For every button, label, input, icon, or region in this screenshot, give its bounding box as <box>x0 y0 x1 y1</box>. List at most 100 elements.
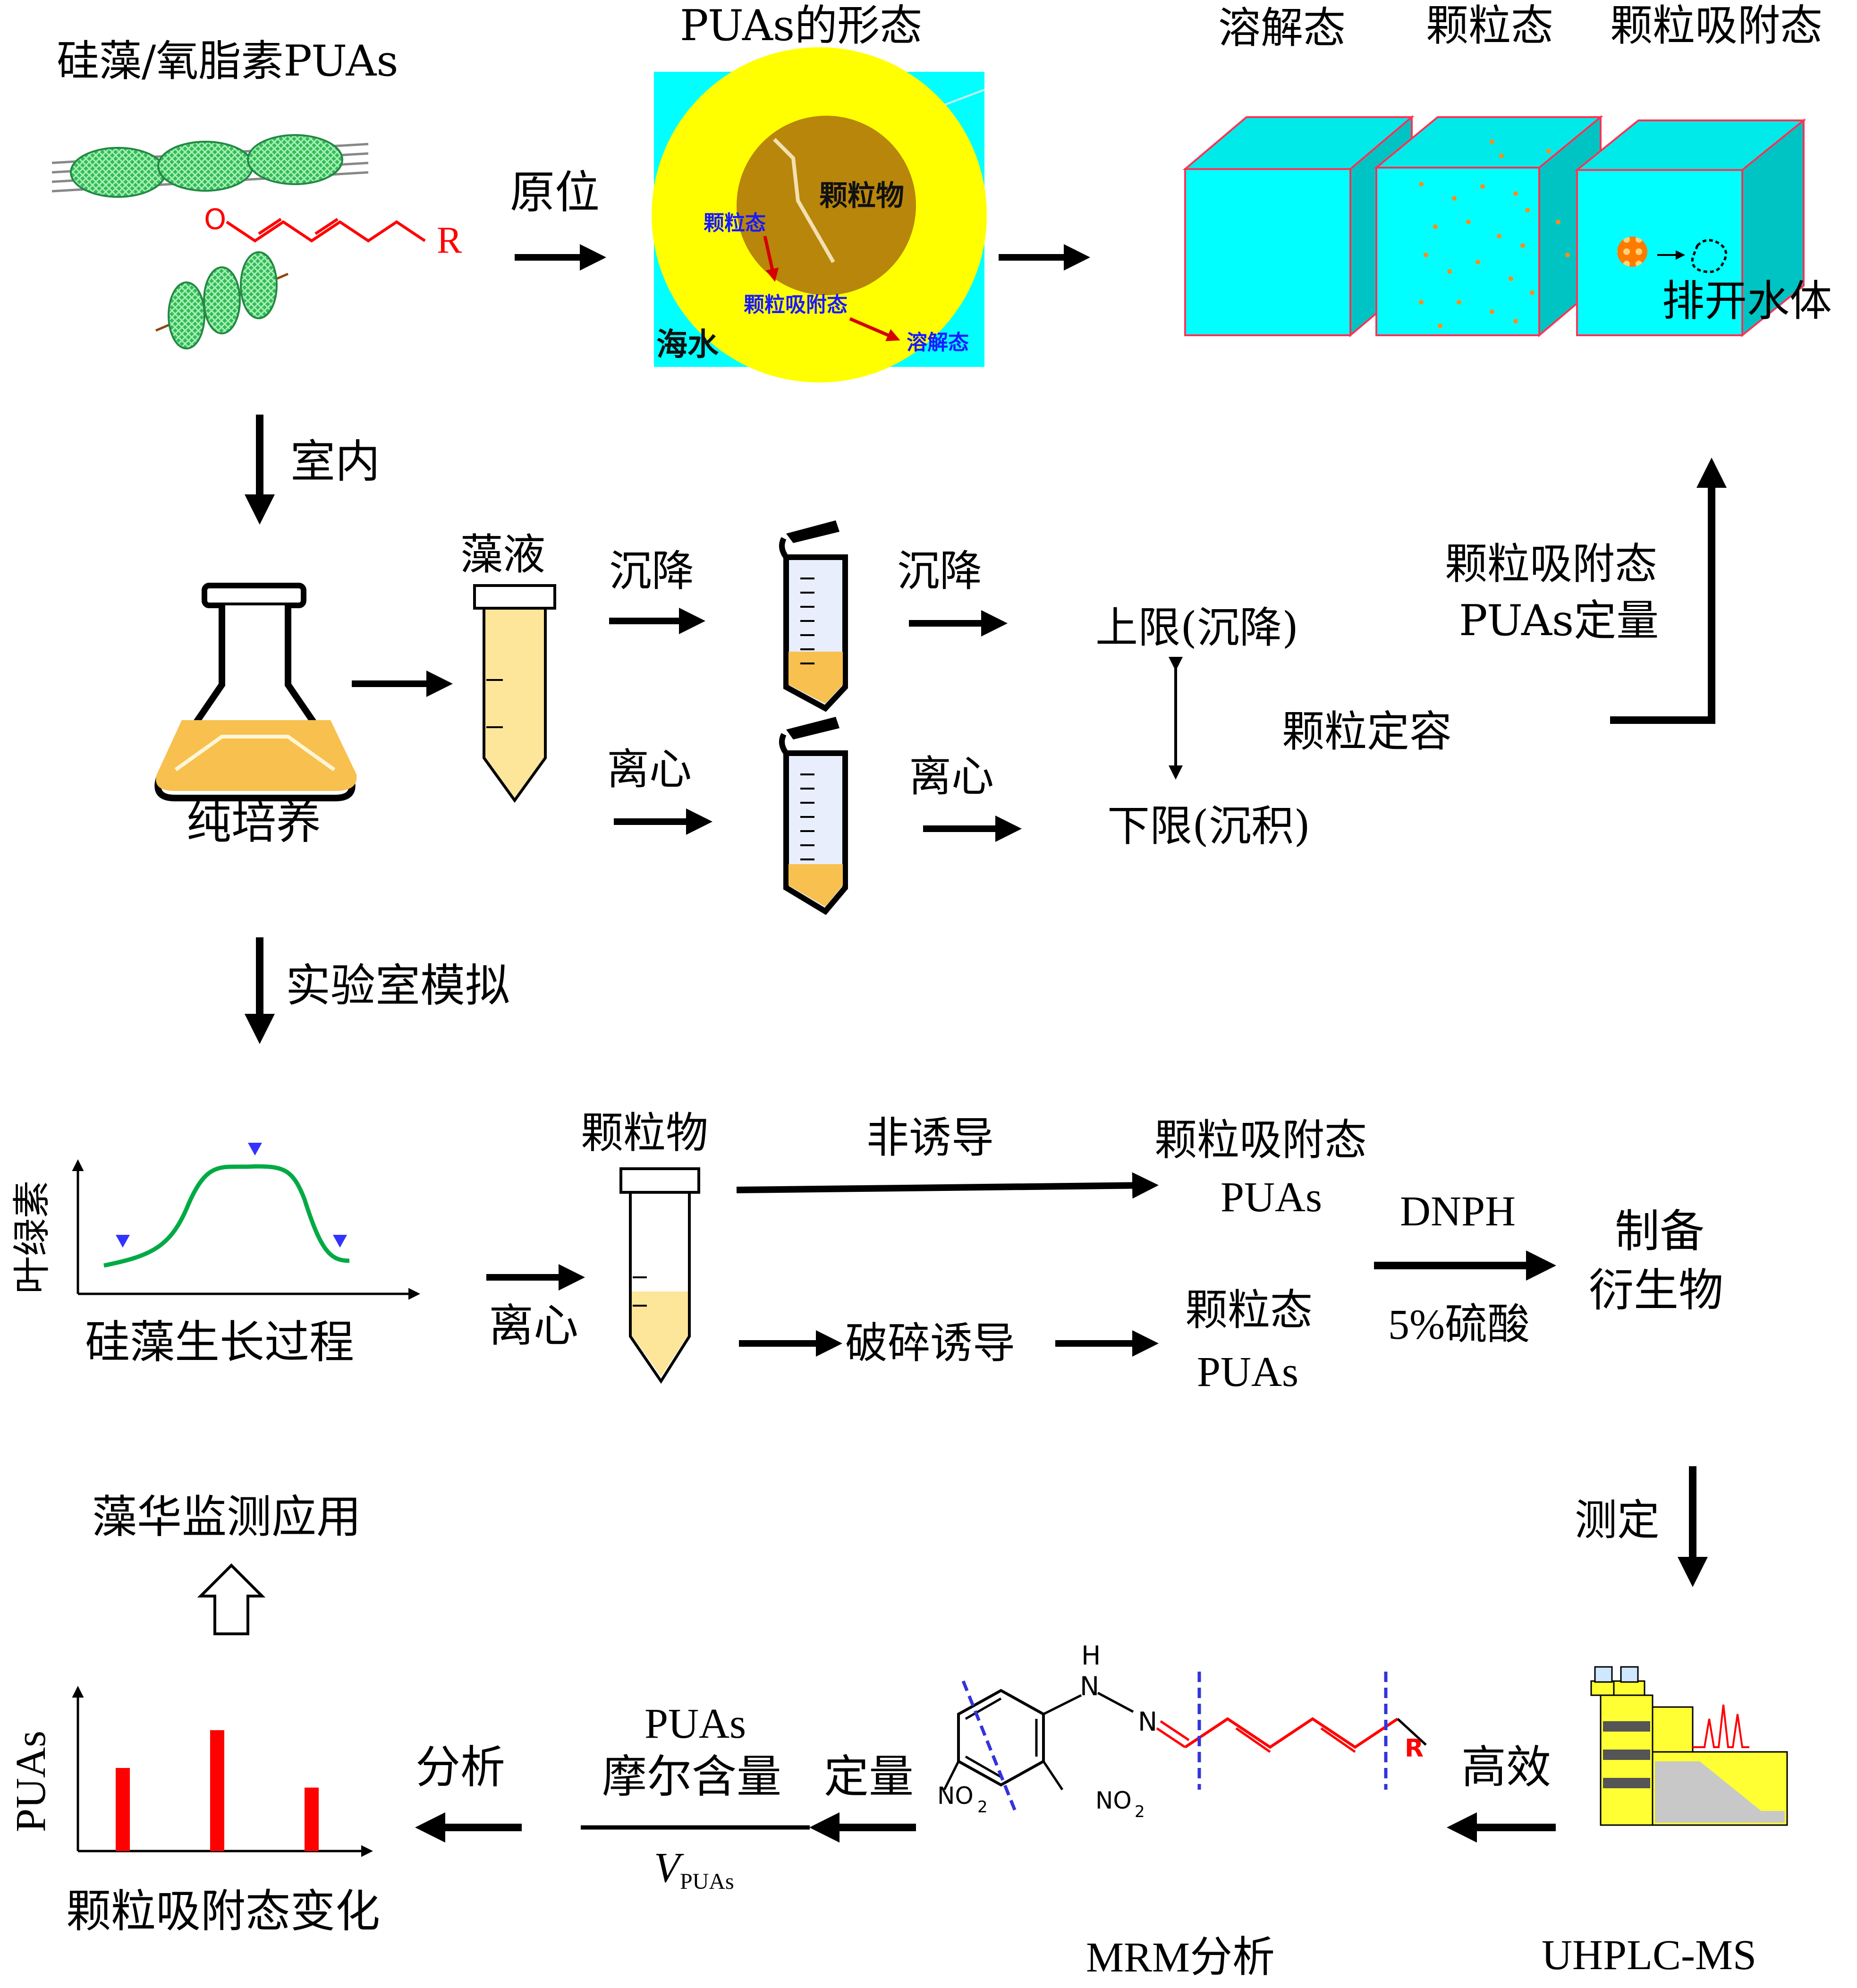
svg-text:DNPH: DNPH <box>1400 1188 1516 1235</box>
svg-text:制备: 制备 <box>1615 1206 1704 1257</box>
centrifuge-step: 离心 <box>486 1264 585 1352</box>
svg-text:溶解态: 溶解态 <box>1218 3 1346 53</box>
derivative-structure: H N N R NO 2 NO 2 MRM分析 <box>937 1640 1427 1981</box>
puas-bar-1 <box>116 1768 130 1851</box>
uhplc-instrument: UHPLC-MS <box>1542 1666 1788 1979</box>
settle-eppendorf <box>779 520 848 712</box>
svg-text:室内: 室内 <box>290 436 380 488</box>
exclude-water-label: 排开水体 <box>1662 276 1832 326</box>
insitu-label: 原位 <box>510 167 600 219</box>
cube-particulate <box>1374 115 1603 338</box>
upper-limit-label: 上限(沉降) <box>1095 603 1298 653</box>
sim-arrow: 实验室模拟 <box>245 937 510 1044</box>
svg-text:离心: 离心 <box>909 752 994 801</box>
puas-bar-3 <box>305 1787 319 1851</box>
svg-text:PUAs定量: PUAs定量 <box>1459 596 1659 646</box>
puas-bar-2 <box>210 1730 224 1851</box>
measure-arrow: 测定 <box>1575 1466 1708 1587</box>
centrifuge-branch: 离心 离心 <box>607 717 1022 915</box>
svg-text:颗粒吸附态: 颗粒吸附态 <box>1154 1115 1367 1165</box>
molar-fraction: PUAs 摩尔含量 VPUAs <box>581 1700 810 1894</box>
svg-text:沉降: 沉降 <box>897 546 982 596</box>
pure-culture-flask: 纯培养 <box>154 583 357 849</box>
svg-text:N: N <box>1138 1707 1157 1737</box>
svg-text:O: O <box>204 203 226 236</box>
cube-adsorbed: 排开水体 <box>1574 118 1832 338</box>
puas-bar-chart: PUAs 颗粒吸附态变化 <box>8 1686 380 1937</box>
quantify-arrow: 定量 <box>809 1751 916 1843</box>
adsorbed-change-label: 颗粒吸附态变化 <box>66 1886 380 1937</box>
svg-text:沉降: 沉降 <box>609 546 694 596</box>
source-label: 硅藻/氧脂素PUAs <box>57 36 399 86</box>
svg-text:藻液: 藻液 <box>460 530 545 579</box>
uhplc-label: UHPLC-MS <box>1542 1932 1756 1979</box>
svg-text:非诱导: 非诱导 <box>866 1113 994 1163</box>
svg-text:NO: NO <box>1095 1787 1132 1814</box>
settle-branch: 沉降 沉降 <box>609 520 1008 712</box>
algae-liquid-tube: 藻液 <box>460 530 556 803</box>
mrm-label: MRM分析 <box>1086 1934 1275 1981</box>
forms-panel: PUAs的形态 颗粒物 颗粒态 颗粒吸附态 溶解态 海水 <box>652 1 987 382</box>
v-puas: VPUAs <box>654 1844 734 1894</box>
svg-text:溶解态: 溶解态 <box>907 331 969 355</box>
svg-text:分析: 分析 <box>415 1742 505 1793</box>
svg-text:颗粒物: 颗粒物 <box>581 1108 708 1158</box>
svg-text:H: H <box>1081 1640 1101 1671</box>
svg-text:PUAs: PUAs <box>644 1700 746 1747</box>
svg-text:颗粒吸附态: 颗粒吸附态 <box>1445 539 1657 589</box>
svg-text:5%硫酸: 5%硫酸 <box>1388 1301 1530 1348</box>
quantification-return: 颗粒吸附态 PUAs定量 <box>1445 458 1727 724</box>
svg-text:海水: 海水 <box>656 326 719 363</box>
svg-text:破碎诱导: 破碎诱导 <box>845 1318 1015 1368</box>
non-induced-branch: 非诱导 颗粒吸附态 PUAs <box>736 1113 1367 1221</box>
svg-text:藻华监测应用: 藻华监测应用 <box>92 1491 361 1543</box>
svg-text:2: 2 <box>1135 1802 1145 1821</box>
svg-text:颗粒吸附态: 颗粒吸附态 <box>1610 1 1823 51</box>
svg-text:颗粒态: 颗粒态 <box>1426 1 1553 51</box>
svg-text:高效: 高效 <box>1461 1742 1551 1793</box>
indoor-arrow: 室内 <box>245 415 380 525</box>
svg-text:颗粒态: 颗粒态 <box>704 211 766 235</box>
svg-text:颗粒物: 颗粒物 <box>819 179 904 212</box>
svg-text:颗粒态: 颗粒态 <box>1185 1285 1313 1335</box>
svg-text:测定: 测定 <box>1575 1495 1660 1545</box>
svg-text:衍生物: 衍生物 <box>1589 1265 1723 1317</box>
diatom-chain-bottom <box>155 251 288 349</box>
svg-text:N: N <box>1080 1671 1099 1701</box>
efficient-arrow: 高效 <box>1447 1742 1556 1843</box>
svg-text:离心: 离心 <box>607 745 692 794</box>
diatom-chain-top <box>51 134 369 198</box>
svg-text:R: R <box>1405 1734 1424 1763</box>
svg-text:2: 2 <box>977 1798 988 1817</box>
svg-text:PUAs: PUAs <box>1221 1174 1322 1221</box>
svg-text:摩尔含量: 摩尔含量 <box>602 1751 781 1803</box>
svg-text:颗粒吸附态: 颗粒吸附态 <box>744 293 848 317</box>
pua-molecule: O R <box>204 203 462 261</box>
growth-chart: 叶绿素 硅藻生长过程 <box>10 1143 420 1368</box>
diatom-source: 硅藻/氧脂素PUAs O R <box>51 36 462 349</box>
crush-induced-branch: 破碎诱导 颗粒态 PUAs <box>739 1285 1313 1395</box>
particle-volume-label: 颗粒定容 <box>1282 707 1452 756</box>
pure-culture-label: 纯培养 <box>187 797 321 849</box>
volume-bounds: 上限(沉降) 下限(沉积) 颗粒定容 <box>1095 603 1452 851</box>
bloom-monitor: 藻华监测应用 <box>92 1491 361 1635</box>
insitu-arrow: 原位 <box>510 167 606 271</box>
particles-tube: 颗粒物 <box>581 1108 708 1384</box>
derivatization-step: DNPH 5%硫酸 制备 衍生物 <box>1374 1188 1723 1348</box>
svg-text:NO: NO <box>937 1782 974 1810</box>
svg-text:R: R <box>437 220 462 261</box>
svg-text:实验室模拟: 实验室模拟 <box>286 960 510 1012</box>
state-cubes: 溶解态 颗粒态 颗粒吸附态 <box>1182 1 1832 338</box>
growth-label: 硅藻生长过程 <box>85 1317 354 1368</box>
chlorophyll-axis-label: 叶绿素 <box>10 1181 54 1294</box>
lower-limit-label: 下限(沉积) <box>1107 801 1310 851</box>
puas-axis-label: PUAs <box>8 1731 54 1832</box>
svg-text:PUAs: PUAs <box>1197 1349 1298 1395</box>
svg-text:离心: 离心 <box>489 1300 578 1352</box>
particle-core <box>737 116 916 295</box>
centrifuge-eppendorf <box>779 717 848 915</box>
analysis-arrow: 分析 <box>415 1742 522 1843</box>
svg-text:定量: 定量 <box>824 1751 914 1803</box>
